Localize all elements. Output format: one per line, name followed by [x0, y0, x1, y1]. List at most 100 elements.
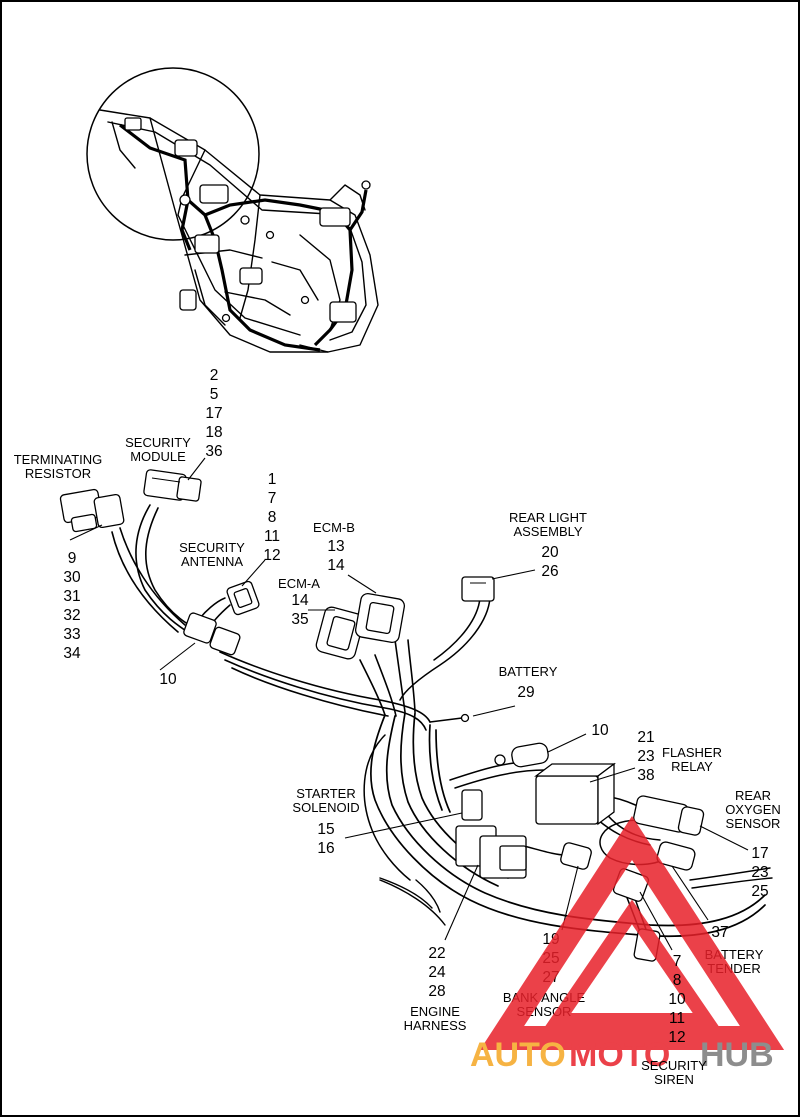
bank-angle-sensor — [560, 842, 592, 870]
caption-line: SECURITY — [641, 1058, 707, 1073]
callout-number: 36 — [205, 443, 222, 460]
caption-line: ENGINE — [410, 1004, 460, 1019]
watermark-triangle-outer — [479, 815, 785, 1050]
caption-line: SECURITY — [125, 435, 191, 450]
callout-number: 20 — [541, 544, 559, 561]
callout-number: 34 — [63, 645, 81, 662]
callout-battery: BATTERY 29 — [499, 664, 558, 701]
caption-line: ASSEMBLY — [513, 524, 582, 539]
caption-line: SIREN — [654, 1072, 694, 1087]
battery-lead — [429, 713, 470, 723]
callout-connector-10-right: 10 — [591, 722, 609, 739]
callout-number: 26 — [541, 563, 558, 580]
flasher-relay — [534, 762, 616, 826]
callout-security-module: 2 5 17 18 36 SECURITY MODULE — [125, 367, 222, 464]
callout-number: 5 — [210, 386, 219, 403]
callout-number: 35 — [291, 611, 308, 628]
callout-number: 9 — [68, 550, 77, 567]
callout-number: 23 — [751, 864, 768, 881]
frame-components — [124, 117, 371, 323]
callout-number: 2 — [210, 367, 219, 384]
caption-line: REAR — [735, 788, 771, 803]
callout-number: 37 — [711, 924, 728, 941]
caption-line: ECM-B — [313, 520, 355, 535]
caption-line: HARNESS — [404, 1018, 467, 1033]
starter-solenoid — [455, 789, 527, 879]
automotohub-watermark: AUTO MOTO HUB — [470, 815, 785, 1074]
engine-harness-outline — [379, 877, 441, 913]
callout-number: 22 — [428, 945, 445, 962]
callout-number: 11 — [669, 1010, 685, 1027]
rear-light-connector — [461, 576, 495, 602]
watermark-brand-auto: AUTO — [470, 1036, 566, 1074]
callout-number: 33 — [63, 626, 80, 643]
caption-line: STARTER — [296, 786, 355, 801]
callout-number: 13 — [327, 538, 344, 555]
caption-line: RESISTOR — [25, 466, 91, 481]
callout-number: 14 — [291, 592, 309, 609]
callout-number: 11 — [264, 528, 280, 545]
callout-number: 25 — [751, 883, 768, 900]
ecm-b-connector — [354, 592, 406, 644]
callout-number: 32 — [63, 607, 80, 624]
callout-number: 15 — [317, 821, 334, 838]
caption-line: BATTERY — [499, 664, 558, 679]
callout-ecm-a: ECM-A 14 35 — [278, 576, 320, 628]
callout-number: 12 — [263, 547, 280, 564]
callout-ecm-b: ECM-B 13 14 — [313, 520, 355, 574]
terminating-resistor — [59, 488, 125, 533]
caption-line: MODULE — [130, 449, 186, 464]
callout-connector-10-left: 10 — [159, 671, 177, 688]
caption-line: REAR LIGHT — [509, 510, 587, 525]
callout-number: 31 — [63, 588, 80, 605]
callout-number: 10 — [159, 671, 177, 688]
frame-overview-illustration — [86, 67, 379, 353]
caption-line: OXYGEN — [725, 802, 781, 817]
callout-number: 38 — [637, 767, 654, 784]
callout-number: 17 — [205, 405, 222, 422]
detail-circle — [86, 67, 260, 241]
callout-number: 29 — [517, 684, 534, 701]
caption-line: ANTENNA — [181, 554, 243, 569]
inline-connector-10-right — [494, 742, 549, 768]
caption-line: SOLENOID — [292, 800, 359, 815]
callout-number: 8 — [268, 509, 277, 526]
callout-number: 24 — [428, 964, 446, 981]
callout-number: 23 — [637, 748, 654, 765]
callout-terminating-resistor: TERMINATING RESISTOR 9 30 31 32 33 34 — [14, 452, 103, 662]
inline-connector-10-left — [183, 612, 241, 656]
callout-number: 10 — [668, 991, 686, 1008]
callout-number: 12 — [668, 1029, 685, 1046]
callout-engine-harness: 22 24 28 ENGINE HARNESS — [404, 945, 467, 1033]
callout-number: 18 — [205, 424, 222, 441]
callout-number: 21 — [637, 729, 654, 746]
callout-number: 17 — [751, 845, 768, 862]
callout-starter-solenoid: STARTER SOLENOID 15 16 — [292, 786, 359, 857]
callout-security-antenna: 1 7 8 11 12 SECURITY ANTENNA — [179, 471, 280, 569]
rear-oxygen-sensor-connector — [633, 795, 705, 836]
caption-line: TERMINATING — [14, 452, 103, 467]
callout-number: 14 — [327, 557, 345, 574]
security-antenna — [226, 580, 260, 616]
callout-number: 7 — [673, 953, 682, 970]
callout-flasher-relay: 21 23 38 FLASHER RELAY — [637, 729, 722, 784]
callout-number: 1 — [268, 471, 277, 488]
watermark-triangle-inner — [544, 899, 720, 1027]
ecm-a-connector — [315, 606, 365, 660]
callout-number: 30 — [63, 569, 81, 586]
caption-line: SENSOR — [726, 816, 781, 831]
watermark-brand-hub: HUB — [700, 1036, 774, 1074]
callout-rear-oxygen-sensor: REAR OXYGEN SENSOR 17 23 25 — [725, 788, 781, 900]
watermark-brand-moto: MOTO — [569, 1036, 670, 1074]
battery-tender-connector — [656, 841, 696, 871]
caption-line: ECM-A — [278, 576, 320, 591]
security-module — [143, 469, 202, 502]
caption-line: FLASHER — [662, 745, 722, 760]
callout-rear-light-assembly: REAR LIGHT ASSEMBLY 20 26 — [509, 510, 587, 580]
caption-line: SECURITY — [179, 540, 245, 555]
callout-number: 16 — [317, 840, 334, 857]
callout-number: 7 — [268, 490, 277, 507]
